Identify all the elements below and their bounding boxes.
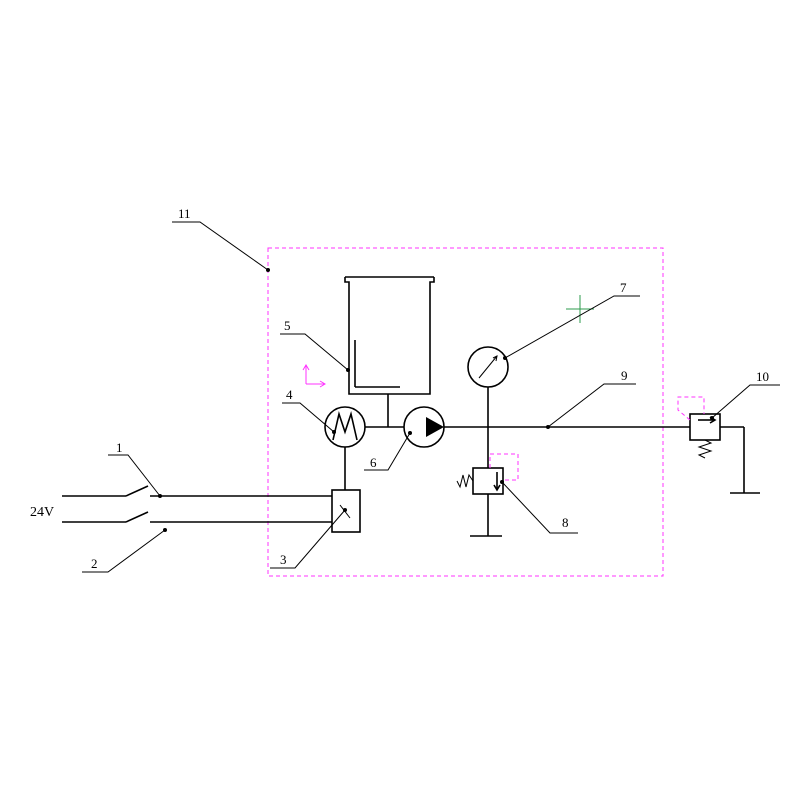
relief-valve-8 [456,453,519,537]
callout-6: 6 [370,455,377,470]
supply-voltage-label: 24V [30,505,54,520]
callout-4: 4 [286,387,293,402]
callout-9: 9 [621,368,628,383]
tank [344,276,435,427]
crosshair-marker-icon [566,295,594,323]
callout-10: 10 [756,369,769,384]
callout-1: 1 [116,440,123,455]
callout-2: 2 [91,556,98,571]
relay-box [331,489,361,533]
switch-2 [62,511,332,523]
callout-5: 5 [284,318,291,333]
pump-arrow-icon [426,417,444,437]
callout-8: 8 [562,515,569,530]
callout-7: 7 [620,280,627,295]
relief-valve-10 [677,396,760,494]
switch-1 [62,485,332,497]
motor-symbol [324,406,366,448]
callout-3: 3 [280,552,287,567]
ucs-marker-icon [302,364,326,388]
assembly-boundary [267,247,664,577]
callout-11: 11 [178,206,191,221]
